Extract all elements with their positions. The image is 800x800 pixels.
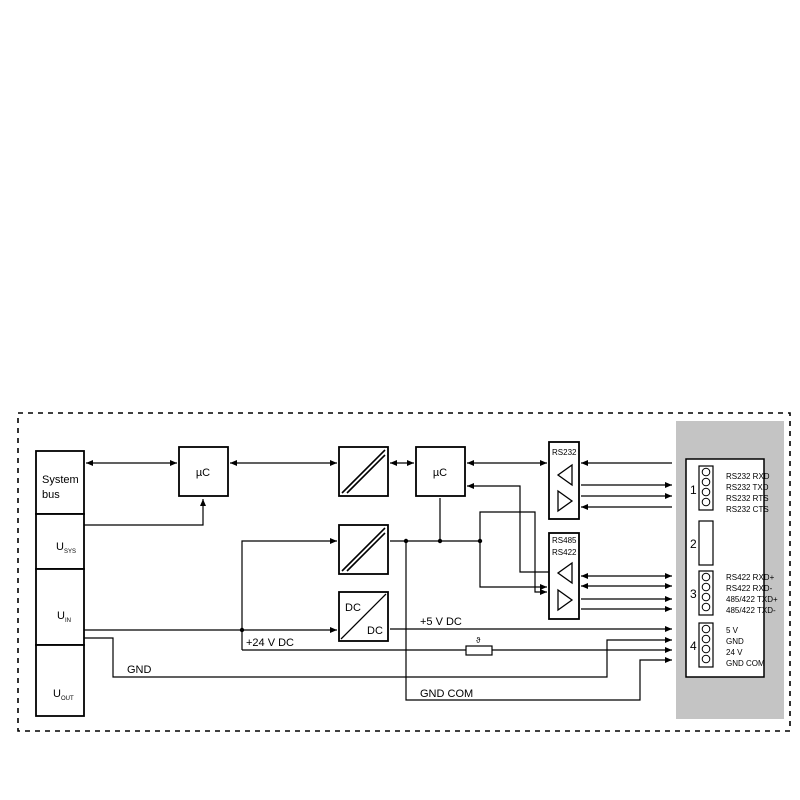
terminal-pin xyxy=(701,654,711,664)
terminal-pin xyxy=(701,487,711,497)
fuse-icon xyxy=(465,645,493,656)
microcontroller-right xyxy=(415,446,466,497)
rs232-label: RS232 xyxy=(552,448,577,457)
junction-dot xyxy=(403,538,409,544)
terminal-pin xyxy=(701,602,711,612)
u-in-label: UIN xyxy=(57,610,71,624)
rail-gnd-label: GND xyxy=(127,664,152,676)
u-sys-label: USYS xyxy=(56,541,76,555)
rs485-transceiver xyxy=(548,532,580,620)
rail-gnd-com-label: GND COM xyxy=(420,688,473,700)
wire-rs232-tx xyxy=(479,541,547,590)
microcontroller-left xyxy=(178,446,229,497)
u-sys-cell xyxy=(35,513,85,570)
u-sys-main: U xyxy=(56,541,64,553)
terminal-pin xyxy=(701,477,711,487)
system-bus-label-1: System xyxy=(42,474,79,486)
uc-left-label: µC xyxy=(196,467,210,479)
dcdc-top-label: DC xyxy=(345,602,361,614)
pin-label: RS232 TXD xyxy=(726,483,769,492)
terminal-pin xyxy=(701,634,711,644)
pin-label: 5 V xyxy=(726,626,739,635)
junction-dot xyxy=(239,627,245,633)
pin-label: RS232 RTS xyxy=(726,494,769,503)
terminal-pin xyxy=(701,582,711,592)
connector-terminals xyxy=(698,465,714,668)
wire-gnd xyxy=(84,637,672,678)
rail-24v-label: +24 V DC xyxy=(246,637,294,649)
pin-label: RS232 CTS xyxy=(726,505,769,514)
dcdc-bottom-label: DC xyxy=(367,625,383,637)
isolator-top-slash xyxy=(341,449,386,494)
pin-label: 485/422 TXD- xyxy=(726,606,776,615)
rs485-rx-buffer-icon xyxy=(556,561,573,585)
rs422-label: RS422 xyxy=(552,548,577,557)
u-in-main: U xyxy=(57,610,65,622)
pin-label: RS422 RXD- xyxy=(726,584,773,593)
u-out-cell xyxy=(35,644,85,717)
terminal-slot-2 xyxy=(698,520,714,566)
u-out-subscript: OUT xyxy=(61,696,74,702)
u-out-label: UOUT xyxy=(53,688,74,702)
rs485-tx-buffer-icon xyxy=(557,588,574,612)
wire-uc-to-rs485-tx xyxy=(479,511,547,595)
pin-label: GND xyxy=(726,637,744,646)
rs232-rx-buffer-icon xyxy=(556,463,573,487)
u-out-main: U xyxy=(53,688,61,700)
connector-number-1: 1 xyxy=(690,483,697,497)
terminal-pin xyxy=(701,644,711,654)
wire-24v-to-isolator xyxy=(241,538,337,650)
left-stack: System bus USYS UIN UOUT xyxy=(35,450,85,717)
wiring xyxy=(84,460,672,701)
system-bus-cell xyxy=(35,450,85,515)
connector-number-3: 3 xyxy=(690,587,697,601)
u-in-cell xyxy=(35,568,85,646)
pin-label: 485/422 TXD+ xyxy=(726,595,778,604)
junction-dot xyxy=(477,538,483,544)
terminal-pin xyxy=(701,572,711,582)
pin-label: GND COM xyxy=(726,659,765,668)
module-frame xyxy=(17,412,791,732)
connector-number-4: 4 xyxy=(690,639,697,653)
terminal-pin xyxy=(701,497,711,507)
connector-number-2: 2 xyxy=(690,537,697,551)
wire-usys-to-uc xyxy=(84,499,206,526)
rs485-label: RS485 xyxy=(552,536,577,545)
pin-label: 24 V xyxy=(726,648,743,657)
terminal-pin xyxy=(701,624,711,634)
u-sys-subscript: SYS xyxy=(64,549,76,555)
wire-rs485-rx-to-uc xyxy=(467,483,549,573)
rs232-tx-buffer-icon xyxy=(557,489,574,513)
system-bus-label-2: bus xyxy=(42,489,60,501)
fuse-symbol: ϑ xyxy=(476,636,481,645)
rail-5v-label: +5 V DC xyxy=(420,616,462,628)
terminal-pin xyxy=(701,592,711,602)
isolator-mid-slash xyxy=(341,527,386,572)
wire-gnd-com xyxy=(405,541,672,701)
pin-label: RS232 RXD xyxy=(726,472,770,481)
isolator-top-slash-2 xyxy=(346,454,386,494)
dcdc-slash xyxy=(340,593,387,640)
isolator-mid-slash-2 xyxy=(346,532,386,572)
junction-dot xyxy=(437,538,443,544)
uc-right-label: µC xyxy=(433,467,447,479)
pin-label: RS422 RXD+ xyxy=(726,573,775,582)
terminal-pin xyxy=(701,467,711,477)
u-in-subscript: IN xyxy=(65,618,71,624)
